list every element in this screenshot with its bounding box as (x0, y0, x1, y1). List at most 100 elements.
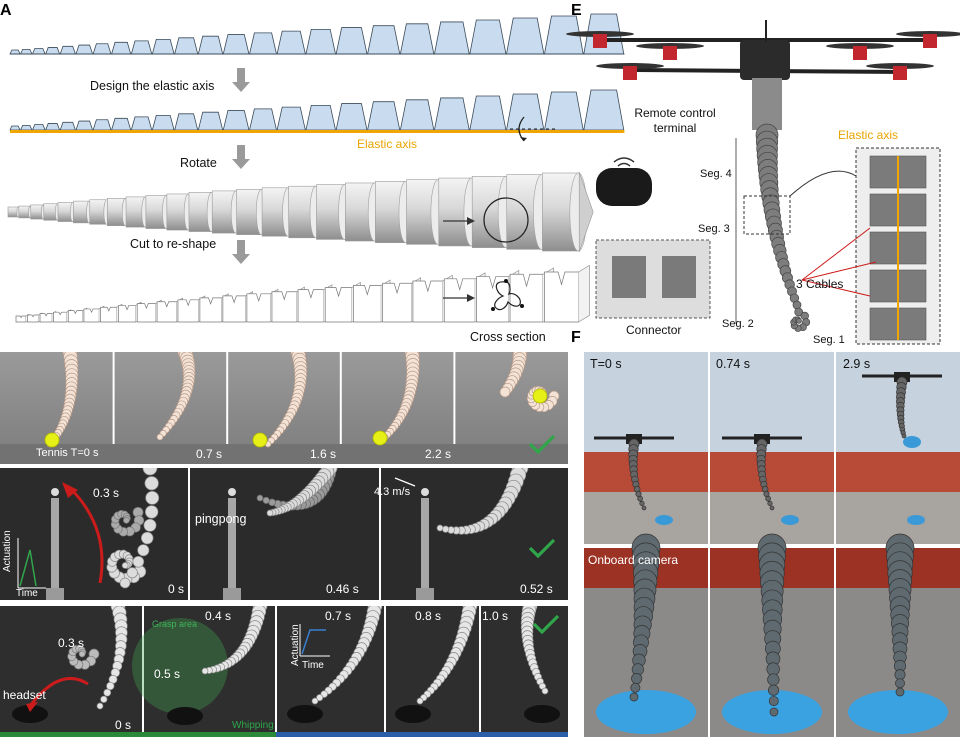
step-cut-to-reshape: Cut to re-shape (130, 237, 217, 251)
d-time-03: 0.3 s (58, 636, 85, 650)
down-arrow-shaft-3 (237, 240, 245, 254)
trapezoid-segment (174, 37, 199, 55)
stand-base (223, 588, 241, 600)
trapezoid-segment (305, 28, 337, 55)
tail-segment (416, 697, 424, 705)
tail-segment (311, 697, 319, 705)
stand-pole (51, 498, 59, 594)
red-swing-arrow (28, 676, 89, 707)
frame-b2-time: 0.7 s (196, 447, 223, 461)
wifi-icon (613, 157, 635, 163)
red-swing-arrow (68, 486, 104, 584)
three-cables-label: 3 Cables (796, 277, 844, 291)
red-building (710, 452, 834, 492)
onboard-tail-segment (629, 692, 639, 702)
tail-segment (641, 505, 647, 511)
tail-segment (143, 518, 157, 532)
onboard-tail-segment (631, 673, 643, 685)
c-frame-time-2: 0.46 s (326, 582, 359, 596)
frame-b1-time: Tennis T=0 s (36, 447, 99, 459)
red-building (584, 452, 708, 492)
elastic-axis-label: Elastic axis (357, 137, 418, 151)
f-time-1: T=0 s (590, 357, 622, 371)
d-time-axis-label: Time (302, 660, 324, 671)
revolved-solid-row (7, 171, 594, 253)
trapezoid-segment (433, 21, 470, 55)
trapezoid-segment (276, 30, 306, 55)
reshaped-solid-row (15, 264, 590, 323)
panel-label-e: E (571, 2, 582, 19)
trapezoid-segment (249, 32, 277, 55)
trapezoid-segment (111, 117, 132, 131)
trapezoid-segment (130, 40, 153, 55)
d-time-07: 0.7 s (325, 609, 352, 623)
stand-pole (228, 498, 236, 594)
headset-label: headset (3, 688, 46, 702)
headset-grasp-frames (0, 606, 568, 737)
c-frame-time-1: 0 s (168, 582, 185, 596)
reshaped-segment (324, 287, 353, 323)
circle-cross-section-icon (483, 197, 529, 243)
seg2-label: Seg. 2 (722, 318, 754, 330)
headset-shape (524, 705, 560, 723)
trapezoid-segment (249, 108, 277, 131)
checkmark-icon (528, 538, 556, 559)
table-surface (0, 444, 568, 464)
ghost-tail-segment (123, 516, 130, 524)
trapezoid-segment (111, 41, 132, 55)
tail-segment (144, 476, 159, 491)
tail-mount (752, 78, 782, 130)
panel-label-f: F (571, 329, 581, 346)
frame-b3-time: 1.6 s (310, 447, 337, 461)
headset-shape (167, 707, 203, 725)
cross-section-label: Cross section (470, 330, 546, 344)
motor (623, 66, 637, 80)
checkmark-icon (532, 614, 560, 635)
onboard-camera-label: Onboard camera (588, 553, 679, 567)
trapezoid-segment (31, 124, 46, 131)
reshaped-segment (15, 315, 27, 323)
tail-segment (316, 694, 324, 702)
tail-segment (137, 544, 150, 557)
down-arrow-2 (232, 159, 250, 169)
motor (663, 46, 677, 60)
reshaped-side (578, 264, 590, 323)
c-time-03: 0.3 s (93, 486, 120, 500)
cable-pointer (801, 261, 877, 281)
reshaped-segment (100, 306, 118, 323)
trapezoid-segment (222, 110, 250, 131)
bucket (781, 515, 799, 525)
d-time-0: 0 s (115, 718, 132, 732)
step-design-elastic-axis: Design the elastic axis (90, 79, 215, 93)
trefoil-cross-section-icon (491, 279, 524, 311)
tail-segment (767, 500, 773, 506)
reshaped-segment (136, 303, 156, 323)
e-elastic-axis-label: Elastic axis (838, 128, 899, 142)
f-time-3: 2.9 s (843, 357, 871, 371)
trapezoid-segment (19, 124, 33, 131)
panel-label-a: A (0, 2, 12, 19)
tail-segment (765, 495, 771, 502)
onboard-tail-segment (894, 669, 906, 681)
trapezoid-segment (469, 95, 507, 131)
tail-segment (763, 490, 770, 497)
reshaped-segment (412, 280, 444, 323)
trapezoid-segment (45, 47, 61, 55)
trapezoid-segment (506, 17, 545, 55)
grasp-area-zone (132, 618, 228, 714)
frame-b4-time: 2.2 s (425, 447, 452, 461)
mini-plot-signal (19, 549, 37, 587)
reshaped-segment (199, 297, 222, 323)
trapezoid-segment (335, 103, 368, 131)
trapezoid-segment (92, 119, 112, 131)
trapezoid-segment (92, 43, 112, 55)
red-arrow-head (62, 482, 78, 498)
zoom-source-box (743, 195, 791, 235)
tail-segment (145, 490, 160, 505)
tip-cone (578, 171, 594, 253)
tail-segment (499, 386, 511, 398)
trapezoid-segment (75, 44, 94, 55)
reshaped-segment (246, 293, 271, 323)
tail-segment (635, 490, 642, 497)
d-actuation-axis-label: Actuation (290, 624, 301, 666)
